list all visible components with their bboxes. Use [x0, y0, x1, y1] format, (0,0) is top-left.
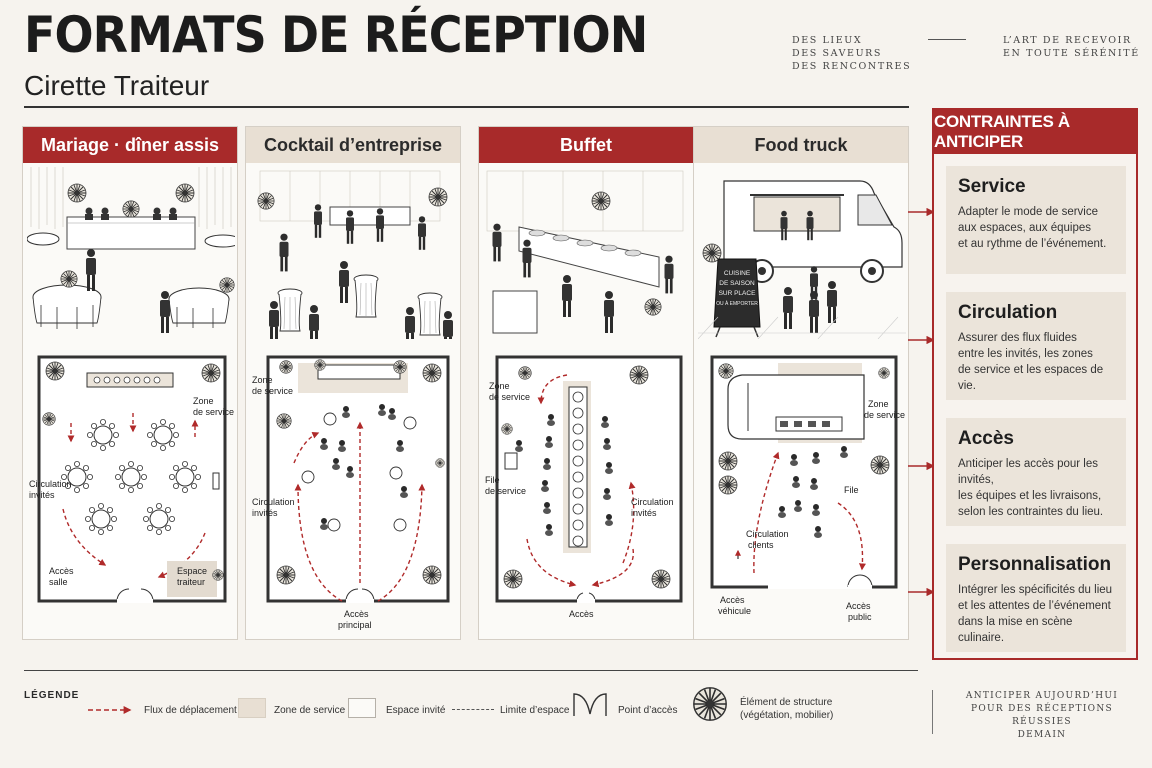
legend-point-acces-label: Point d’accès [618, 705, 678, 716]
legend-limite-label: Limite d’espace [500, 705, 570, 716]
card-title: Buffet [479, 127, 693, 163]
label-acces: Accès [49, 566, 74, 576]
constraint-acces: Accès Anticiper les accès pour les invit… [946, 418, 1126, 526]
label-circulation-2: clients [748, 540, 774, 550]
label-acces-public: Accès [846, 601, 871, 611]
legend-structure-icon [692, 686, 728, 722]
label-circulation: Circulation [631, 497, 674, 507]
label-zone-service: Zone [868, 399, 889, 409]
page-subtitle: Cirette Traiteur [24, 70, 210, 101]
label-zone-service: Zone [193, 396, 214, 406]
sign-line-1: CUISINE [724, 270, 751, 277]
label-acces: Accès [344, 609, 369, 619]
format-card-mariage: Mariage · dîner assis [22, 126, 238, 640]
footer-divider [932, 690, 933, 734]
constraint-title: Accès [958, 428, 1014, 449]
format-card-food-truck: Food truck CUISINE DE SAISON SUR PLACE O… [693, 126, 909, 640]
label-espace: Espace [177, 566, 207, 576]
constraints-heading: CONTRAINTES À ANTICIPER [934, 110, 1136, 154]
label-circulation-2: invités [631, 508, 657, 518]
label-file-2: de service [485, 486, 526, 496]
label-acces-2: salle [49, 577, 68, 587]
card-title: Cocktail d’entreprise [246, 127, 460, 163]
constraints-panel: CONTRAINTES À ANTICIPER Service Adapter … [932, 108, 1138, 660]
sign-line-3: SUR PLACE [719, 290, 757, 297]
page-title: FORMATS DE RÉCEPTION [24, 6, 648, 64]
label-circulation-2: invités [252, 508, 278, 518]
constraint-title: Service [958, 176, 1026, 197]
mariage-floor-plan: Zone de service Circulation invités Accè… [29, 355, 234, 603]
legend-structure-label: Élément de structure (végétation, mobili… [740, 697, 834, 721]
buffet-floor-plan: Zone de service File de service Circulat… [485, 355, 683, 619]
food-truck-floor-plan: Zone de service File Circulation clients… [710, 355, 905, 622]
label-zone-service: Zone [252, 375, 273, 385]
legend-zone-service-label: Zone de service [274, 705, 346, 716]
cocktail-floor-plan: Zone de service Circulation invités Accè… [252, 355, 450, 630]
sign-line-4: OU À EMPORTER [716, 300, 758, 307]
legend-zone-service-swatch [238, 698, 266, 718]
label-circulation: Circulation [252, 497, 295, 507]
mariage-scene-illustration [27, 167, 235, 339]
legend-flux-label: Flux de déplacement [144, 705, 237, 716]
label-circulation: Circulation [29, 479, 72, 489]
buffet-scene-illustration [483, 167, 691, 339]
label-circulation-2: invités [29, 490, 55, 500]
constraint-connectors [908, 207, 935, 597]
footer-tagline: ANTICIPER AUJOURD’HUI POUR DES RÉCEPTION… [965, 691, 1119, 740]
header-divider [24, 106, 909, 108]
constraint-title: Personnalisation [958, 554, 1112, 575]
constraint-personnalisation: Personnalisation Intégrer les spécificit… [946, 544, 1126, 652]
label-circulation: Circulation [746, 529, 789, 539]
label-acces-public-2: public [848, 612, 872, 622]
label-zone-service-2: de service [864, 410, 905, 420]
label-file: File [844, 485, 859, 495]
label-zone-service-2: de service [489, 392, 530, 402]
legend-limite-line [452, 709, 494, 710]
label-espace-2: traiteur [177, 577, 205, 587]
label-acces-vehicule: Accès [720, 595, 745, 605]
label-acces-vehicule-2: véhicule [718, 606, 751, 616]
legend-espace-invite-label: Espace invité [386, 705, 446, 716]
legend-divider [24, 670, 918, 671]
legend-espace-invite-swatch [348, 698, 376, 718]
format-card-buffet: Buffet [478, 126, 694, 640]
label-zone-service-2: de service [252, 386, 293, 396]
tagline-divider [928, 39, 966, 40]
cocktail-scene-illustration [250, 167, 458, 339]
legend-flux-icon [88, 706, 132, 714]
label-acces: Accès [569, 609, 594, 619]
constraint-service: Service Adapter le mode de service aux e… [946, 166, 1126, 274]
label-zone-service-2: de service [193, 407, 234, 417]
food-truck-scene-illustration: CUISINE DE SAISON SUR PLACE OU À EMPORTE… [698, 167, 906, 339]
format-card-cocktail: Cocktail d’entreprise [245, 126, 461, 640]
constraint-circulation: Circulation Assurer des flux fluides ent… [946, 292, 1126, 400]
legend-title: LÉGENDE [24, 690, 80, 701]
sign-line-2: DE SAISON [719, 280, 755, 287]
tagline-right: L’ART DE RECEVOIR EN TOUTE SÉRÉNITÉ [1003, 35, 1140, 59]
legend-point-acces-icon [573, 693, 607, 716]
constraint-title: Circulation [958, 302, 1058, 323]
tagline-left: DES LIEUX DES SAVEURS DES RENCONTRES [792, 35, 912, 72]
label-zone-service: Zone [489, 381, 510, 391]
label-acces-2: principal [338, 620, 372, 630]
card-title: Food truck [694, 127, 908, 163]
card-title: Mariage · dîner assis [23, 127, 237, 163]
label-file: File [485, 475, 500, 485]
